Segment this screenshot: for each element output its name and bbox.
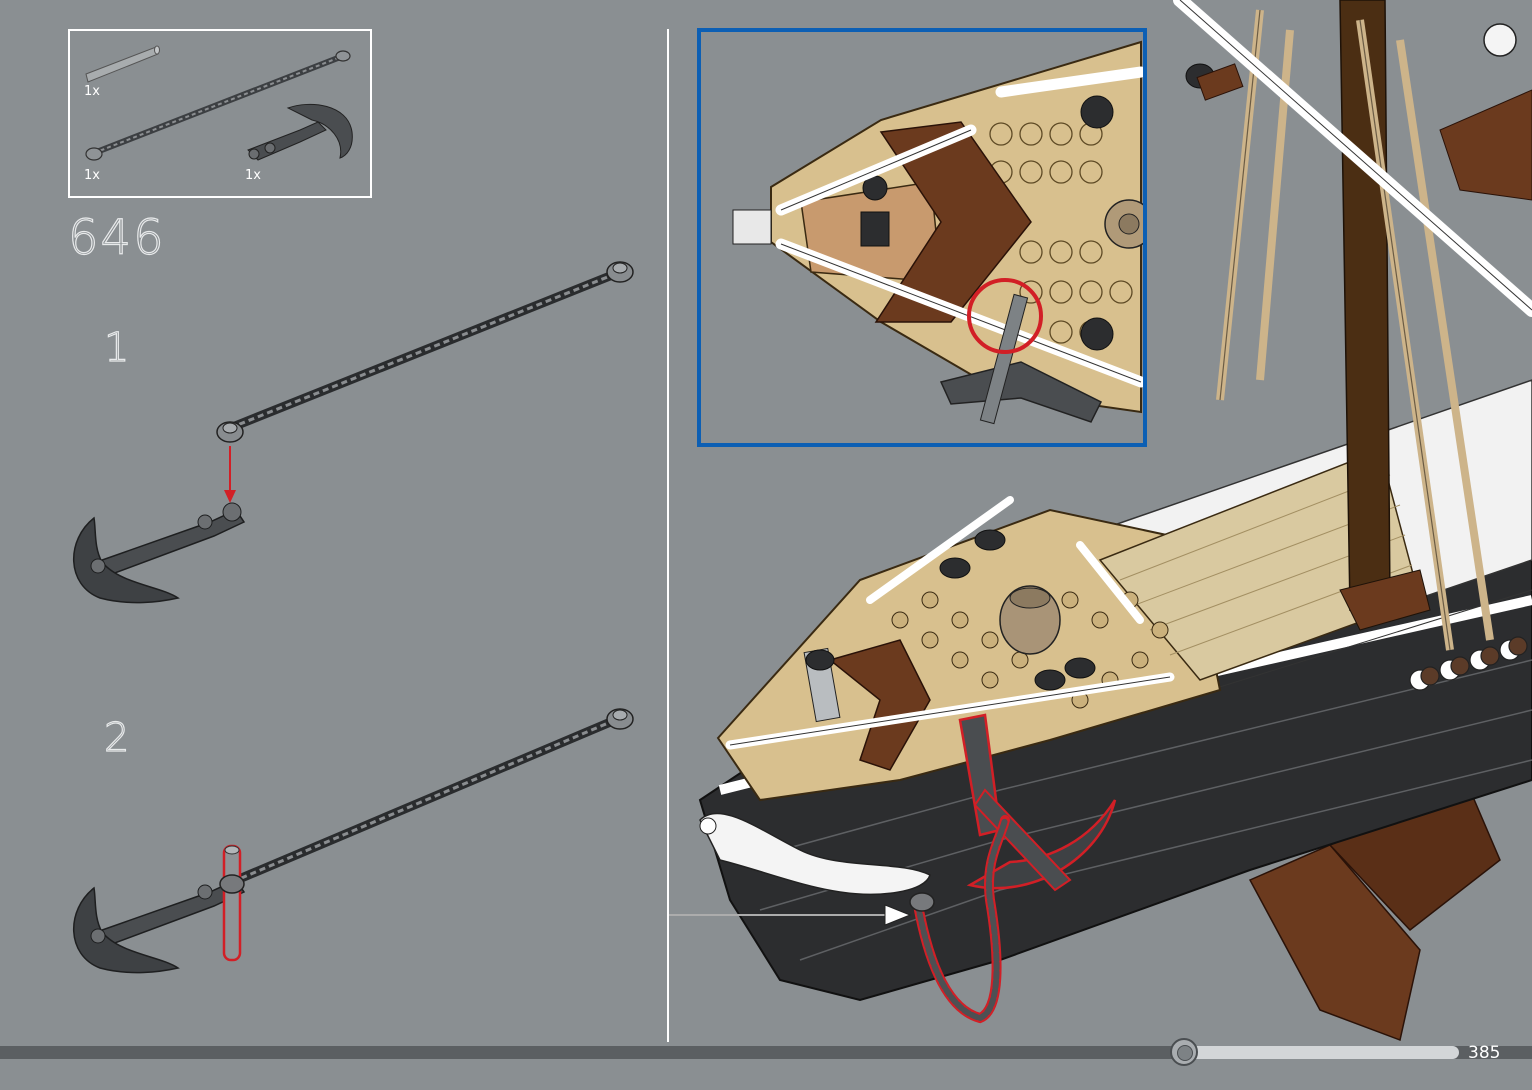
detail-callout-box <box>697 28 1147 447</box>
progress-remaining <box>1184 1046 1459 1059</box>
page-number: 385 <box>1468 1043 1500 1063</box>
progress-knob[interactable] <box>1170 1038 1198 1066</box>
detail-callout-illustration <box>701 32 1143 443</box>
